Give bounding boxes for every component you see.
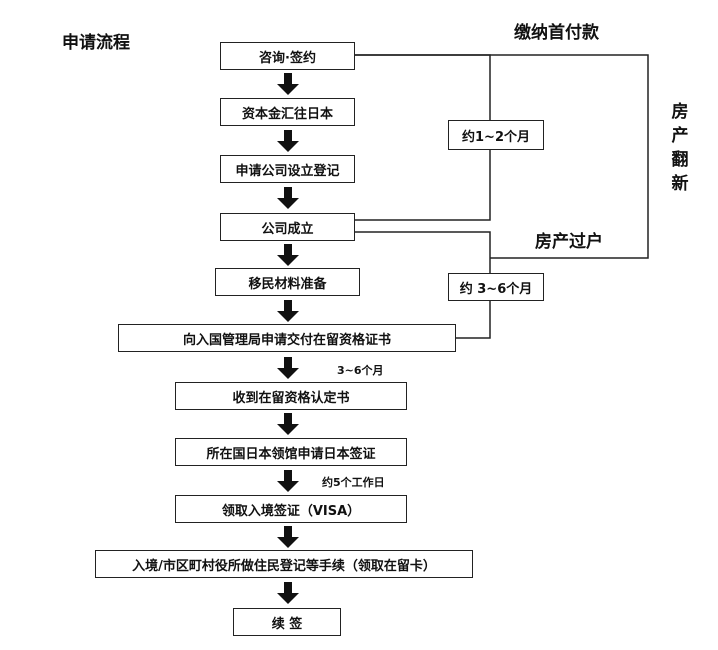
duration-box-2: 约 3~6个月 xyxy=(448,273,544,301)
vertical-char: 新 xyxy=(671,174,689,194)
label-down-payment: 缴纳首付款 xyxy=(514,23,599,43)
page-title: 申请流程 xyxy=(62,33,130,53)
vertical-char: 翻 xyxy=(671,150,689,170)
down-arrow-icon xyxy=(277,582,299,604)
step-consultation: 咨询·签约 xyxy=(220,42,355,70)
vertical-char: 房 xyxy=(671,102,689,122)
down-arrow-icon xyxy=(277,130,299,152)
step-renewal: 续 签 xyxy=(233,608,341,636)
down-arrow-icon xyxy=(277,300,299,322)
down-arrow-icon xyxy=(277,357,299,379)
step-visa-application: 所在国日本领馆申请日本签证 xyxy=(175,438,407,466)
step-company-established: 公司成立 xyxy=(220,213,355,241)
down-arrow-icon xyxy=(277,73,299,95)
down-arrow-icon xyxy=(277,526,299,548)
label-property-transfer: 房产过户 xyxy=(535,232,603,252)
down-arrow-icon xyxy=(277,470,299,492)
step-apply-coe: 向入国管理局申请交付在留资格证书 xyxy=(118,324,456,352)
vertical-char: 产 xyxy=(671,126,689,146)
note-duration-coe: 3~6个月 xyxy=(337,364,384,377)
down-arrow-icon xyxy=(277,244,299,266)
step-immigration-materials: 移民材料准备 xyxy=(215,268,360,296)
duration-box-1: 约1~2个月 xyxy=(448,120,544,150)
outer-bracket-line xyxy=(355,54,649,259)
step-receive-coe: 收到在留资格认定书 xyxy=(175,382,407,410)
step-capital-transfer: 资本金汇往日本 xyxy=(220,98,355,126)
step-entry-registration: 入境/市区町村役所做住民登记等手续（领取在留卡） xyxy=(95,550,473,578)
step-receive-visa: 领取入境签证（VISA） xyxy=(175,495,407,523)
step-company-registration: 申请公司设立登记 xyxy=(220,155,355,183)
down-arrow-icon xyxy=(277,187,299,209)
down-arrow-icon xyxy=(277,413,299,435)
label-property-renovation: 房 产 翻 新 xyxy=(668,100,692,196)
note-duration-visa: 约5个工作日 xyxy=(322,476,385,489)
